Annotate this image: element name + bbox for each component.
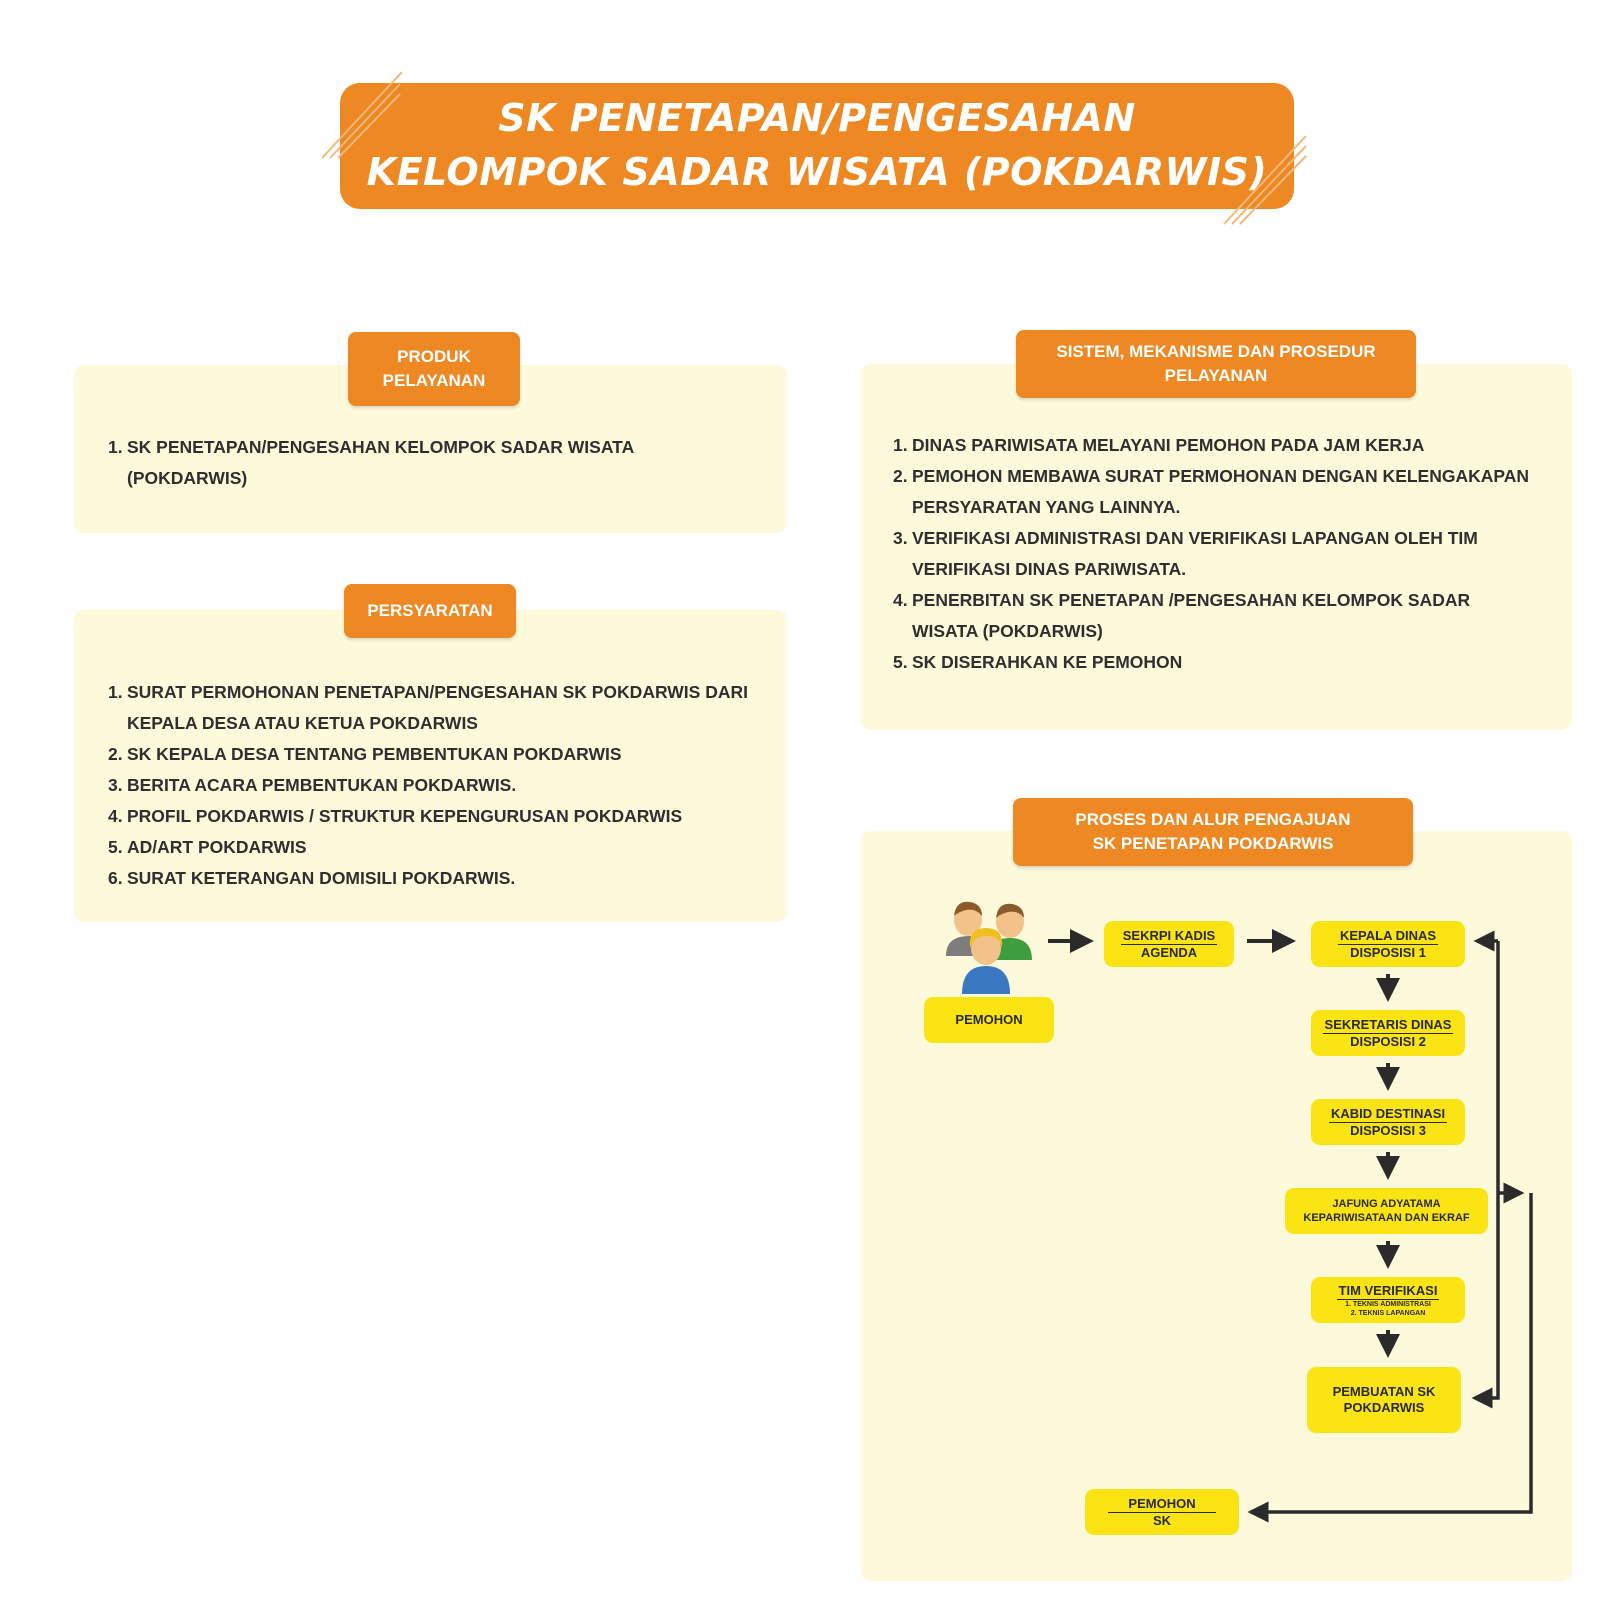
kepala-dinas-line-2: DISPOSISI 1 xyxy=(1350,944,1426,960)
pembuatan-sk-line-1: PEMBUATAN SK xyxy=(1332,1384,1436,1399)
sistem-header: SISTEM, MEKANISME DAN PROSEDUR PELAYANAN xyxy=(1016,330,1416,398)
persyaratan-panel xyxy=(74,610,787,922)
sistem-header-line-1: SISTEM, MEKANISME DAN PROSEDUR xyxy=(1056,342,1376,361)
sekretaris-dinas-box: SEKRETARIS DINAS DISPOSISI 2 xyxy=(1311,1010,1465,1056)
persyaratan-item: 1.SURAT PERMOHONAN PENETAPAN/PENGESAHAN … xyxy=(108,682,748,733)
sekretaris-dinas-line-1: SEKRETARIS DINAS xyxy=(1322,1016,1454,1034)
proses-header-line-1: PROSES DAN ALUR PENGAJUAN xyxy=(1075,810,1351,829)
tim-verifikasi-line-1: TIM VERIFIKASI xyxy=(1336,1282,1440,1300)
pemohon-sk-line-1: PEMOHON xyxy=(1108,1496,1216,1513)
persyaratan-item: 6.SURAT KETERANGAN DOMISILI POKDARWIS. xyxy=(108,868,516,888)
sistem-item: 5.SK DISERAHKAN KE PEMOHON xyxy=(893,652,1183,672)
kepala-dinas-line-1: KEPALA DINAS xyxy=(1337,927,1439,945)
kabid-destinasi-box: KABID DESTINASI DISPOSISI 3 xyxy=(1311,1099,1465,1145)
pemohon-sk-box: PEMOHON SK xyxy=(1085,1489,1239,1535)
tim-verifikasi-box: TIM VERIFIKASI 1. TEKNIS ADMINISTRASI 2.… xyxy=(1311,1277,1465,1323)
persyaratan-item: 4.PROFIL POKDARWIS / STRUKTUR KEPENGURUS… xyxy=(108,806,683,826)
title-line-1: SK PENETAPAN/PENGESAHAN xyxy=(498,96,1136,140)
persyaratan-item: 3.BERITA ACARA PEMBENTUKAN POKDARWIS. xyxy=(108,775,517,795)
sekretaris-dinas-line-2: DISPOSISI 2 xyxy=(1350,1033,1426,1049)
sistem-panel xyxy=(861,364,1572,730)
produk-header-line-1: PRODUK xyxy=(397,347,471,366)
sekrpi-kadis-box: SEKRPI KADIS AGENDA xyxy=(1104,921,1234,967)
persyaratan-list: 1.SURAT PERMOHONAN PENETAPAN/PENGESAHAN … xyxy=(108,677,768,894)
sistem-header-line-2: PELAYANAN xyxy=(1164,366,1268,385)
tim-verifikasi-line-2: 1. TEKNIS ADMINISTRASI xyxy=(1345,1300,1431,1308)
pemohon-label: PEMOHON xyxy=(955,1012,1023,1027)
stripe-decoration-right xyxy=(1223,135,1307,225)
persyaratan-item: 5.AD/ART POKDARWIS xyxy=(108,837,307,857)
sistem-item: 1.DINAS PARIWISATA MELAYANI PEMOHON PADA… xyxy=(893,435,1425,455)
sistem-list: 1.DINAS PARIWISATA MELAYANI PEMOHON PADA… xyxy=(893,430,1533,678)
jafung-line-2: KEPARIWISATAAN DAN EKRAF xyxy=(1303,1212,1470,1224)
produk-header-line-2: PELAYANAN xyxy=(382,371,486,390)
kepala-dinas-box: KEPALA DINAS DISPOSISI 1 xyxy=(1311,921,1465,967)
pemohon-box: PEMOHON xyxy=(924,997,1054,1043)
title-banner: SK PENETAPAN/PENGESAHAN KELOMPOK SADAR W… xyxy=(340,83,1294,209)
produk-item: 1.SK PENETAPAN/PENGESAHAN KELOMPOK SADAR… xyxy=(108,437,634,488)
persyaratan-header: PERSYARATAN xyxy=(344,584,516,638)
pemohon-sk-line-2: SK xyxy=(1152,1512,1172,1528)
kabid-destinasi-line-2: DISPOSISI 3 xyxy=(1350,1122,1426,1138)
sekrpi-kadis-line-1: SEKRPI KADIS xyxy=(1120,927,1218,945)
sistem-item: 2.PEMOHON MEMBAWA SURAT PERMOHONAN DENGA… xyxy=(893,466,1530,517)
title-line-2: KELOMPOK SADAR WISATA (POKDARWIS) xyxy=(366,150,1268,194)
produk-header: PRODUK PELAYANAN xyxy=(348,332,520,406)
persyaratan-item: 2.SK KEPALA DESA TENTANG PEMBENTUKAN POK… xyxy=(108,744,622,764)
produk-list: 1.SK PENETAPAN/PENGESAHAN KELOMPOK SADAR… xyxy=(108,432,748,494)
pembuatan-sk-line-2: POKDARWIS xyxy=(1343,1400,1425,1415)
sistem-item: 3.VERIFIKASI ADMINISTRASI DAN VERIFIKASI… xyxy=(893,528,1478,579)
sekrpi-kadis-line-2: AGENDA xyxy=(1140,944,1198,960)
stripe-decoration-left xyxy=(322,71,402,159)
proses-header: PROSES DAN ALUR PENGAJUAN SK PENETAPAN P… xyxy=(1013,798,1413,866)
kabid-destinasi-line-1: KABID DESTINASI xyxy=(1328,1105,1448,1123)
tim-verifikasi-line-3: 2. TEKNIS LAPANGAN xyxy=(1350,1309,1426,1317)
people-group-icon xyxy=(946,901,1032,994)
jafung-line-1: JAFUNG ADYATAMA xyxy=(1332,1198,1441,1210)
jafung-box: JAFUNG ADYATAMA KEPARIWISATAAN DAN EKRAF xyxy=(1285,1188,1488,1234)
proses-header-line-2: SK PENETAPAN POKDARWIS xyxy=(1092,834,1334,853)
persyaratan-header-label: PERSYARATAN xyxy=(367,601,493,620)
pembuatan-sk-box: PEMBUATAN SK POKDARWIS xyxy=(1307,1367,1461,1433)
sistem-item: 4.PENERBITAN SK PENETAPAN /PENGESAHAN KE… xyxy=(893,590,1471,641)
